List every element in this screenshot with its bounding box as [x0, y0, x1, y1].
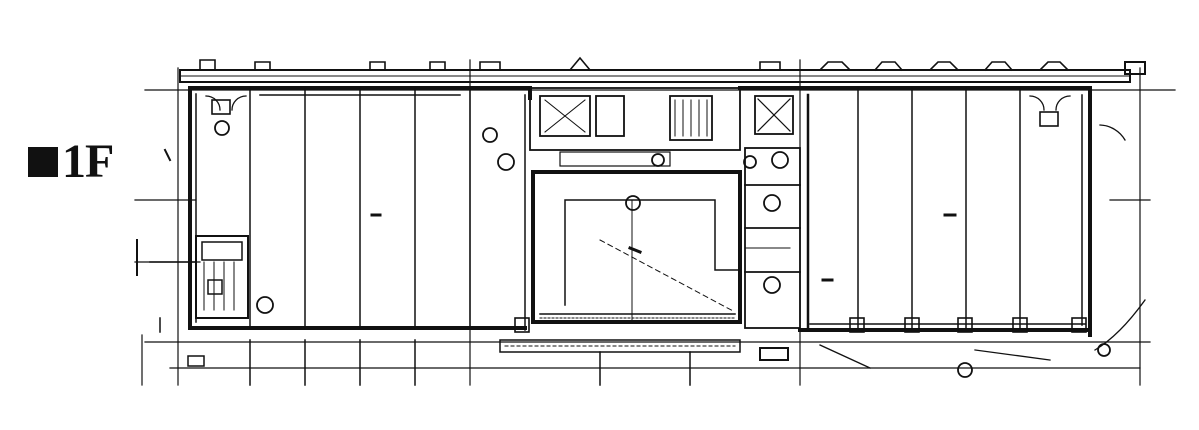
exterior-walls — [188, 86, 1092, 337]
black-square-icon — [28, 147, 58, 177]
facade-details — [199, 56, 1070, 72]
left-service-room — [149, 235, 249, 319]
right-bay-partitions — [857, 87, 1083, 329]
floor-label-text: 1F — [62, 135, 114, 188]
left-bay-partitions — [249, 87, 526, 331]
floor-label: 1F — [28, 135, 114, 188]
grid-lines — [134, 59, 1176, 386]
column-marker-icon — [211, 99, 1087, 333]
door-arcs — [205, 95, 1146, 369]
right-core — [744, 93, 810, 332]
door-swing-icon — [214, 120, 1111, 378]
top-wall — [179, 61, 1146, 83]
frontage — [159, 317, 789, 386]
central-atrium — [531, 170, 742, 324]
service-core — [529, 87, 794, 167]
tick-marks — [136, 148, 957, 282]
